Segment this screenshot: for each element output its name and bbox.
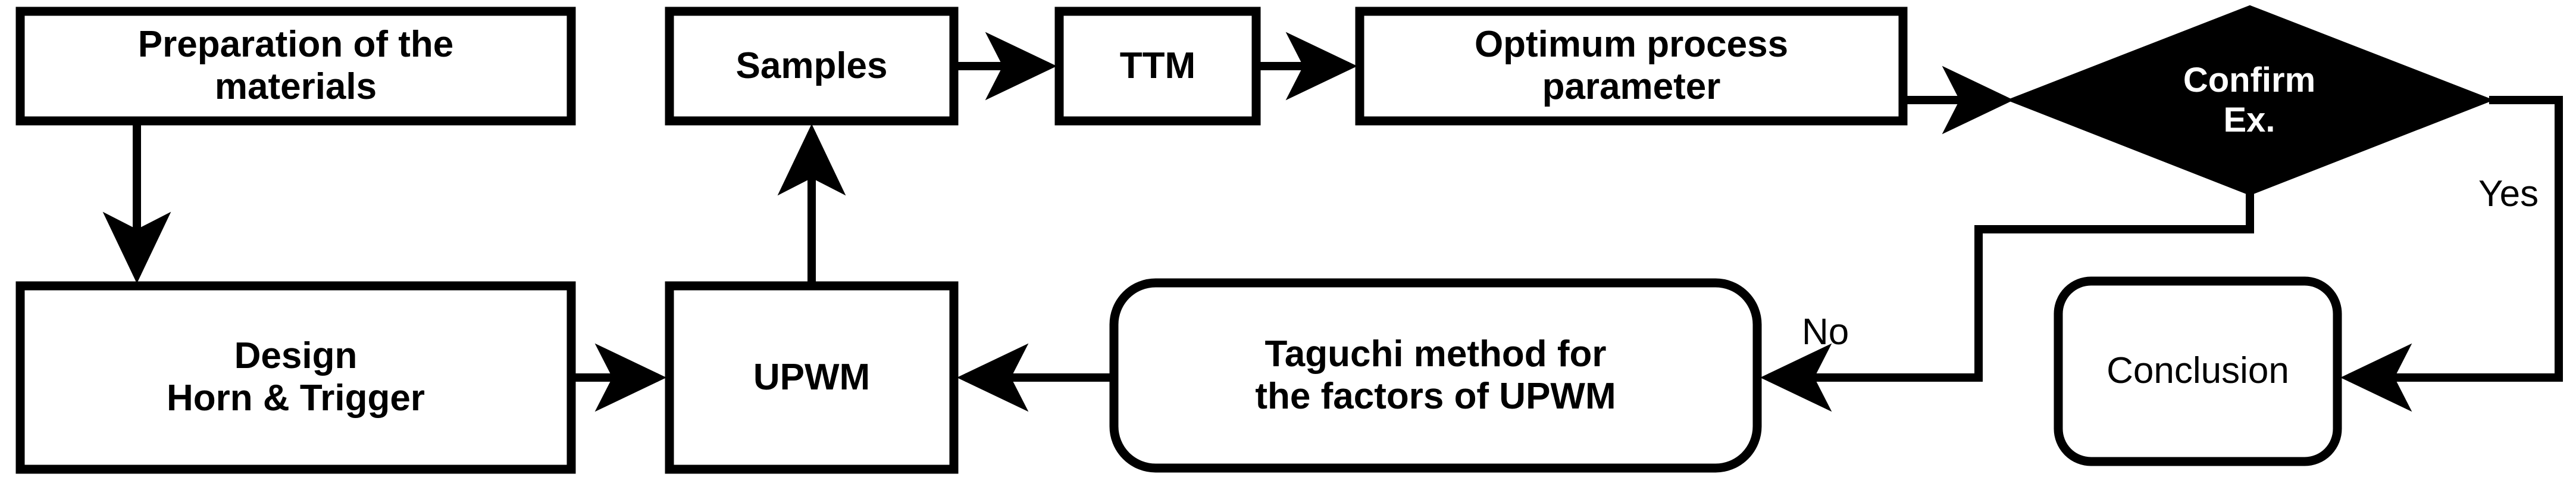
- node-shape-ttm: [1054, 7, 1261, 126]
- node-shape-conclusion: [2054, 276, 2342, 466]
- node-shape-taguchi-method: [1109, 278, 1762, 473]
- edge-label-no: No: [1802, 311, 1849, 353]
- node-shape-design-horn-trigger: [15, 281, 576, 474]
- node-shape-confirm-ex: [2006, 5, 2494, 196]
- node-shape-upwm: [665, 281, 959, 474]
- edge-confirm-no-to-taguchi: [1760, 194, 2254, 412]
- node-shape-optimum-process-parameter: [1355, 7, 1908, 126]
- node-shape-samples: [665, 7, 959, 126]
- node-shape-preparation: [15, 7, 576, 126]
- edge-confirm-yes-to-conclusion: [2340, 96, 2563, 412]
- edge-label-yes: Yes: [2478, 173, 2539, 214]
